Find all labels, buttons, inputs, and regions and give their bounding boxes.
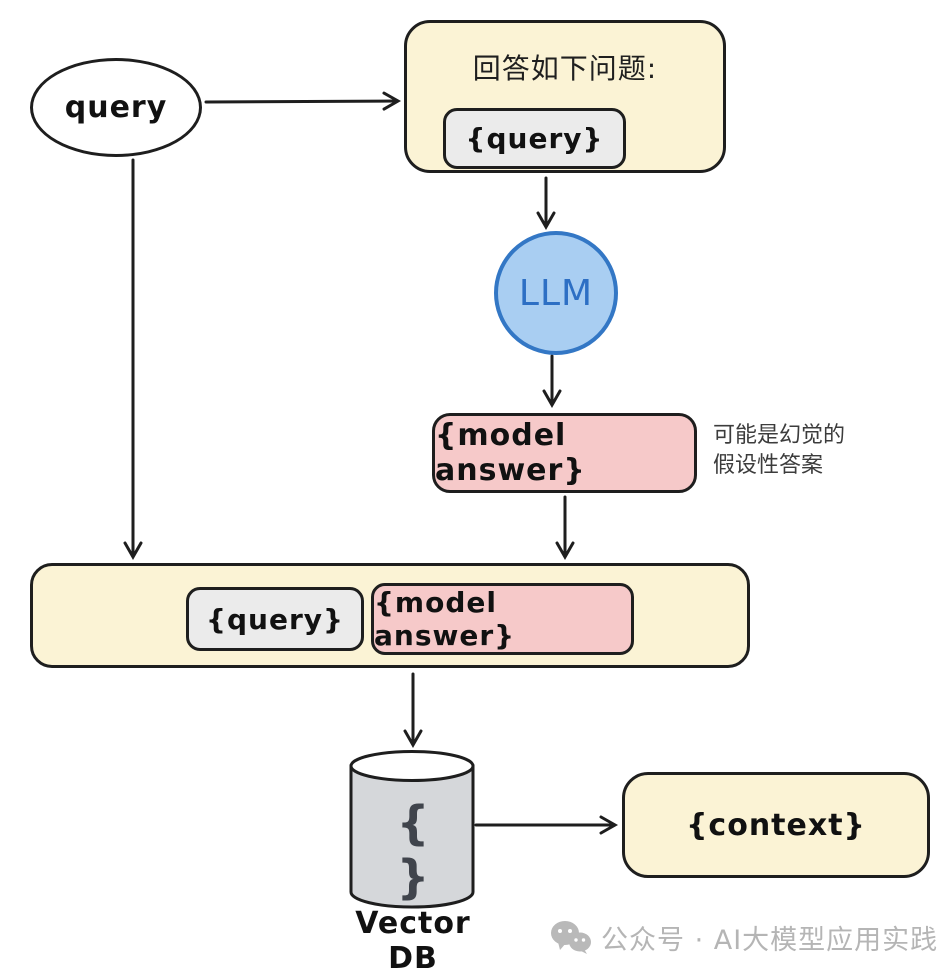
combined-query-chip: {query} bbox=[186, 587, 364, 651]
watermark: 公众号 · AI大模型应用实践 bbox=[550, 918, 938, 957]
hallucination-note: 可能是幻觉的 假设性答案 bbox=[713, 421, 845, 481]
hallucination-note-line1: 可能是幻觉的 bbox=[713, 423, 846, 448]
prompt-box: 回答如下问题: {query} bbox=[404, 20, 726, 173]
context-box-label: {context} bbox=[686, 807, 866, 843]
prompt-query-chip: {query} bbox=[443, 108, 626, 169]
hallucination-note-line2: 假设性答案 bbox=[713, 453, 824, 478]
vector-db-braces: { } bbox=[396, 796, 430, 904]
watermark-text: 公众号 · AI大模型应用实践 bbox=[601, 925, 939, 956]
vector-db-label: Vector DB bbox=[355, 906, 471, 976]
query-node-label: query bbox=[64, 90, 168, 125]
llm-node-label: LLM bbox=[518, 272, 594, 314]
model-answer-label: {model answer} bbox=[435, 418, 586, 488]
prompt-query-chip-label: {query} bbox=[465, 122, 604, 155]
model-answer-box: {model answer} bbox=[432, 413, 697, 493]
combined-box: {query} {model answer} bbox=[30, 563, 750, 668]
combined-query-chip-label: {query} bbox=[206, 602, 344, 636]
query-node: query bbox=[30, 58, 202, 157]
wechat-icon bbox=[550, 920, 592, 956]
context-box: {context} bbox=[622, 772, 930, 878]
llm-node: LLM bbox=[494, 231, 618, 355]
combined-answer-chip-label: {model answer} bbox=[374, 586, 516, 652]
arrow-query-to-prompt bbox=[204, 91, 402, 111]
combined-answer-chip: {model answer} bbox=[371, 583, 634, 655]
vector-db-cylinder bbox=[349, 750, 475, 909]
prompt-title: 回答如下问题: bbox=[472, 52, 658, 85]
